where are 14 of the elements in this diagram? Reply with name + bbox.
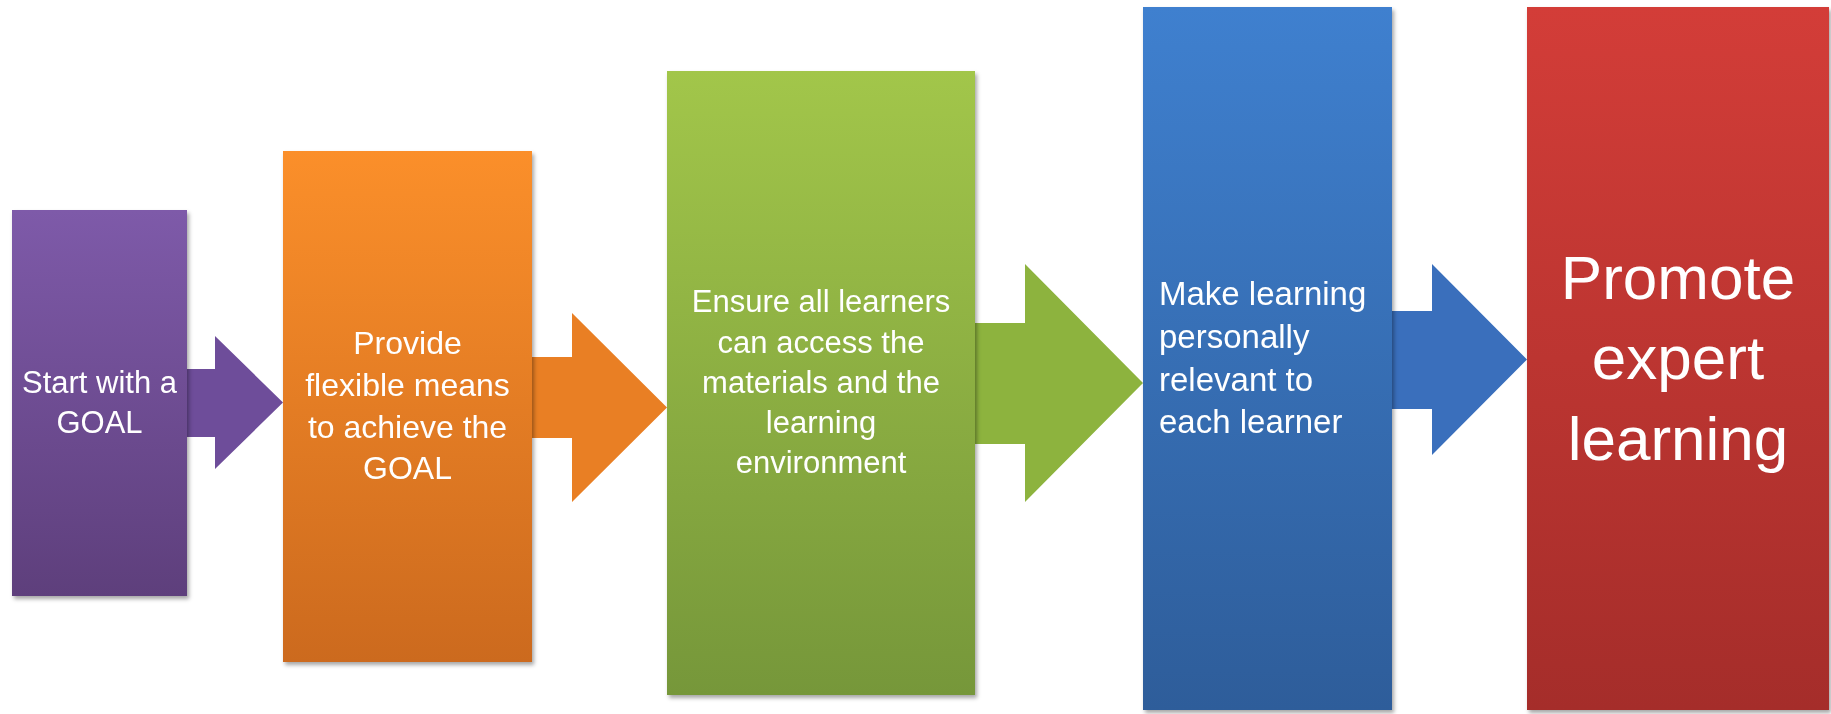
process-box — [283, 151, 532, 662]
block-arrow — [975, 264, 1143, 502]
process-box — [1143, 7, 1392, 710]
block-arrow — [187, 336, 283, 469]
step-text: Make learning personally relevant to each learner — [1159, 273, 1368, 443]
block-arrow — [532, 313, 667, 502]
process-box — [1527, 7, 1829, 710]
step-text: Promote expert learning — [1559, 241, 1797, 475]
process-box — [667, 71, 975, 695]
block-arrow — [1392, 264, 1527, 455]
process-box — [12, 210, 187, 596]
step-text: Start with a GOAL — [20, 363, 179, 442]
step-text: Ensure all learners can access the materials and the learning environment — [690, 283, 952, 483]
step-text: Provide flexible means to achieve the GOAL — [304, 324, 511, 489]
